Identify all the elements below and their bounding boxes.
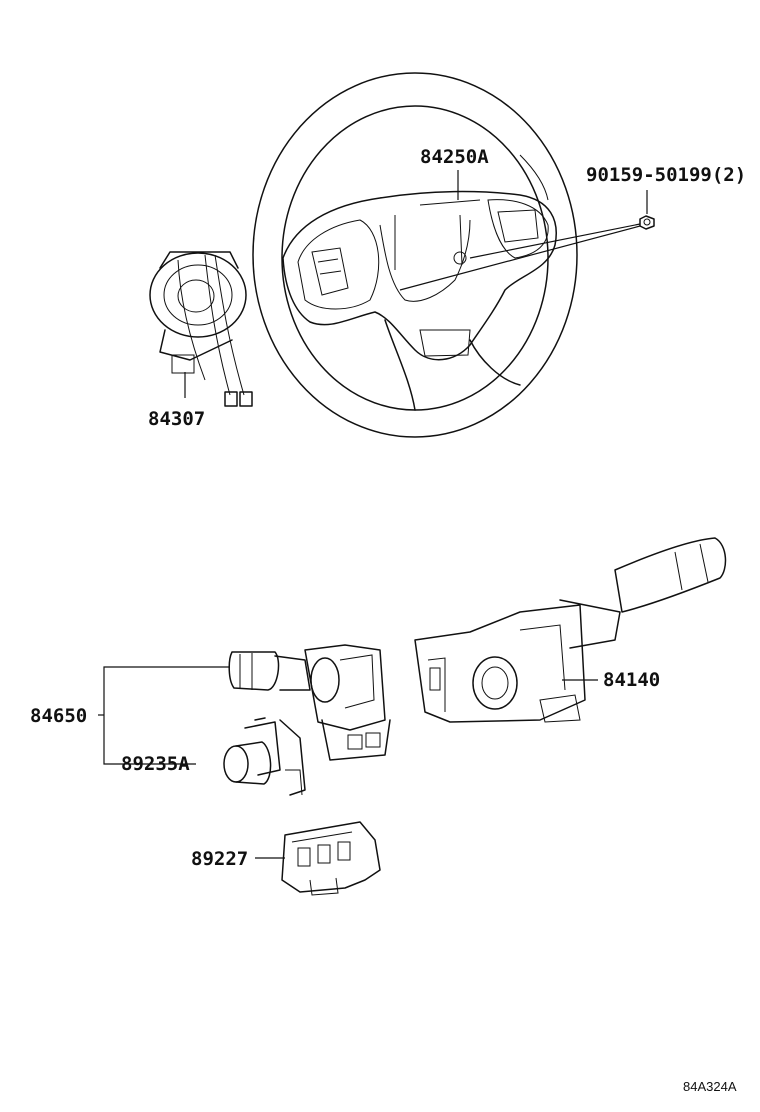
screw-leader-a <box>469 223 641 259</box>
wiper-switch[interactable] <box>228 644 391 761</box>
steering-wheel[interactable] <box>252 72 578 438</box>
turn-signal-switch[interactable] <box>414 537 727 723</box>
cruise-switch[interactable] <box>223 717 306 796</box>
screw-leader-b <box>399 225 641 291</box>
label-84650: 84650 <box>30 705 87 727</box>
label-89235a: 89235A <box>121 753 190 775</box>
label-screw: 90159-50199(2) <box>586 164 746 186</box>
wiper-bracket <box>103 666 230 765</box>
label-89227: 89227 <box>191 848 248 870</box>
label-84250a: 84250A <box>420 146 489 168</box>
screw-icon[interactable] <box>639 215 655 230</box>
control-switch[interactable] <box>281 821 381 896</box>
label-84307: 84307 <box>148 408 205 430</box>
illustration-code: 84A324A <box>683 1079 737 1094</box>
label-84140: 84140 <box>603 669 660 691</box>
spiral-cable[interactable] <box>149 251 253 407</box>
